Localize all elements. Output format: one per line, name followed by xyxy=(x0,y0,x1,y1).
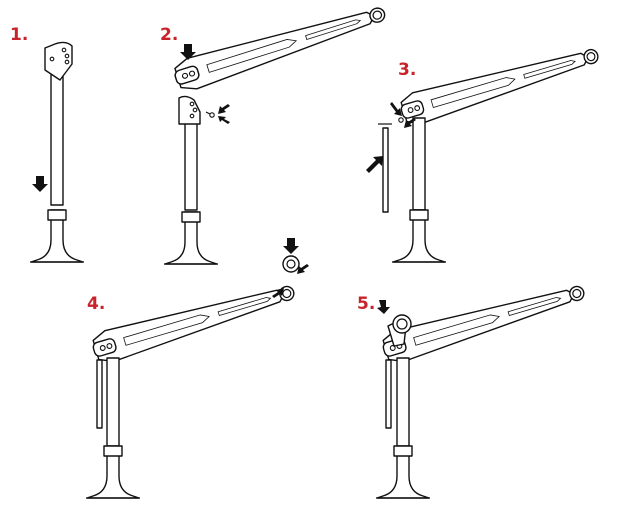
pin-arrow-icon xyxy=(404,118,416,128)
pin-arrow-icon xyxy=(297,264,309,274)
step-label-2: 2. xyxy=(160,25,179,45)
pulley-icon xyxy=(282,255,300,273)
arrow-down-icon xyxy=(180,44,196,60)
pin-rod xyxy=(96,359,103,429)
step-3-figure xyxy=(366,38,603,263)
pulley-icon xyxy=(392,314,412,334)
step-label-3: 3. xyxy=(398,60,417,80)
step-1-figure xyxy=(29,41,85,263)
arrow-up-right-icon xyxy=(366,156,383,173)
step-4-figure xyxy=(85,238,309,499)
pin-rod xyxy=(382,127,389,213)
arrow-down-right-icon xyxy=(377,300,390,314)
pin-arrow-icon xyxy=(218,116,230,124)
pin-arrow-icon xyxy=(390,102,402,116)
step-5-figure xyxy=(375,275,589,499)
arrow-down-icon xyxy=(283,238,299,254)
step-2-figure xyxy=(163,0,390,265)
pin-arrow-icon xyxy=(272,288,284,298)
pin-icon xyxy=(209,112,215,118)
step-label-1: 1. xyxy=(10,25,29,45)
step-label-5: 5. xyxy=(357,294,376,314)
pin-rod xyxy=(385,359,392,429)
step-label-4: 4. xyxy=(87,294,106,314)
arrow-down-icon xyxy=(32,176,48,192)
pin-arrow-icon xyxy=(218,104,230,114)
